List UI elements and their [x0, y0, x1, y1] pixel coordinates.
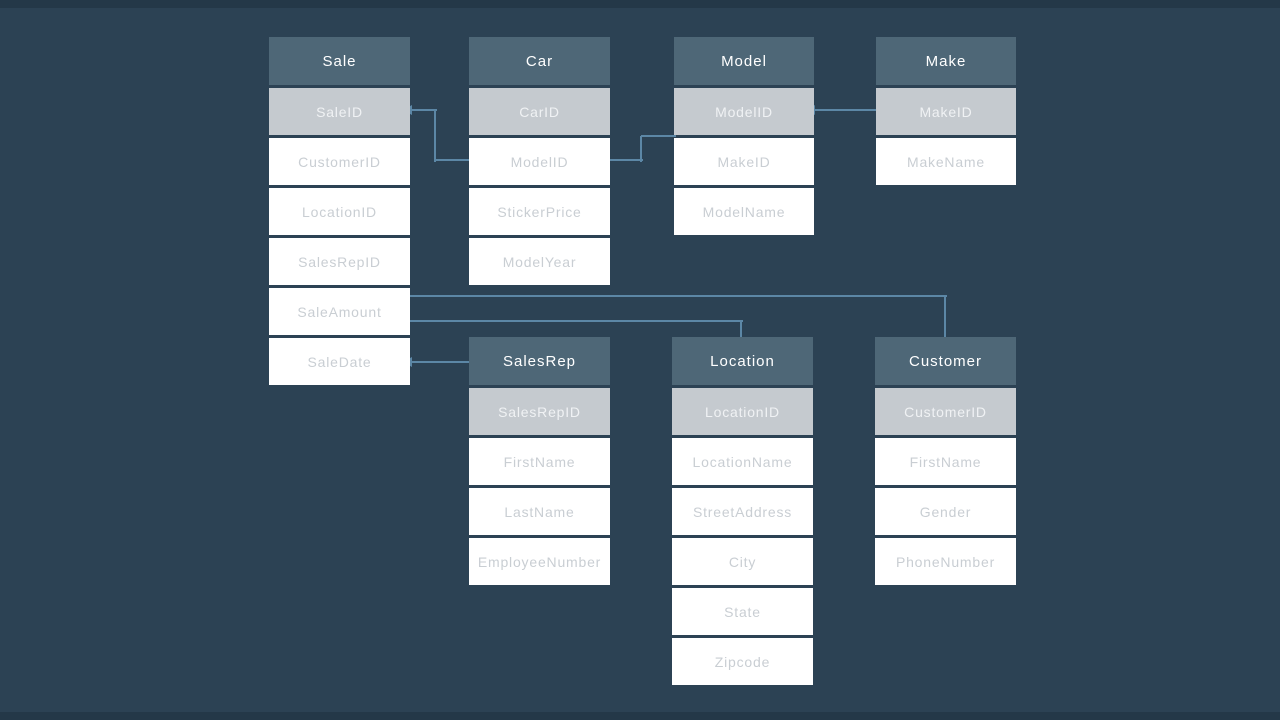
table-customer-field-gender: Gender	[875, 488, 1016, 535]
table-car-field-modelid: ModelID	[469, 138, 610, 185]
table-car-field-carid: CarID	[469, 88, 610, 135]
table-location-field-locationid: LocationID	[672, 388, 813, 435]
connector-car-modelid-to-model-seg0	[610, 159, 643, 161]
table-model-title: Model	[674, 37, 814, 85]
connector-make-makeid-to-model-modelid-seg0	[814, 109, 878, 111]
table-sale-field-saleid: SaleID	[269, 88, 410, 135]
table-customer-field-phonenumber: PhoneNumber	[875, 538, 1016, 585]
table-model-field-modelname: ModelName	[674, 188, 814, 235]
table-location-title: Location	[672, 337, 813, 385]
connector-car-modelid-to-model-seg1	[640, 136, 642, 162]
table-location-field-city: City	[672, 538, 813, 585]
table-sale-field-locationid: LocationID	[269, 188, 410, 235]
table-location-field-zipcode: Zipcode	[672, 638, 813, 685]
table-model-field-makeid: MakeID	[674, 138, 814, 185]
table-model-field-modelid: ModelID	[674, 88, 814, 135]
table-sale-title: Sale	[269, 37, 410, 85]
table-customer-field-firstname: FirstName	[875, 438, 1016, 485]
connector-sale-saleid-to-car-modelid-seg1	[434, 110, 436, 162]
table-sale-field-saledate: SaleDate	[269, 338, 410, 385]
table-salesrep-field-employeenumber: EmployeeNumber	[469, 538, 610, 585]
table-make-title: Make	[876, 37, 1016, 85]
connector-car-modelid-to-model-seg2	[641, 135, 676, 137]
letterbox-top	[0, 0, 1280, 8]
table-location-field-streetaddress: StreetAddress	[672, 488, 813, 535]
table-car-field-modelyear: ModelYear	[469, 238, 610, 285]
table-sale-field-customerid: CustomerID	[269, 138, 410, 185]
table-location-field-locationname: LocationName	[672, 438, 813, 485]
table-salesrep-title: SalesRep	[469, 337, 610, 385]
connector-sale-to-customer-seg1	[944, 296, 946, 340]
connector-sale-saledate-to-salesrep-seg0	[410, 361, 471, 363]
table-car-title: Car	[469, 37, 610, 85]
connector-sale-to-customer-seg0	[410, 295, 947, 297]
table-sale-field-salesrepid: SalesRepID	[269, 238, 410, 285]
table-salesrep-field-lastname: LastName	[469, 488, 610, 535]
table-customer-field-customerid: CustomerID	[875, 388, 1016, 435]
table-make-field-makeid: MakeID	[876, 88, 1016, 135]
table-customer-title: Customer	[875, 337, 1016, 385]
table-salesrep-field-salesrepid: SalesRepID	[469, 388, 610, 435]
table-sale-field-saleamount: SaleAmount	[269, 288, 410, 335]
table-make-field-makename: MakeName	[876, 138, 1016, 185]
connector-sale-to-location-seg0	[410, 320, 743, 322]
connector-sale-to-location-seg1	[740, 321, 742, 340]
connector-sale-saleid-to-car-modelid-seg0	[410, 109, 437, 111]
table-salesrep-field-firstname: FirstName	[469, 438, 610, 485]
connector-sale-saleid-to-car-modelid-seg2	[435, 159, 471, 161]
letterbox-bottom	[0, 712, 1280, 720]
table-location-field-state: State	[672, 588, 813, 635]
table-car-field-stickerprice: StickerPrice	[469, 188, 610, 235]
